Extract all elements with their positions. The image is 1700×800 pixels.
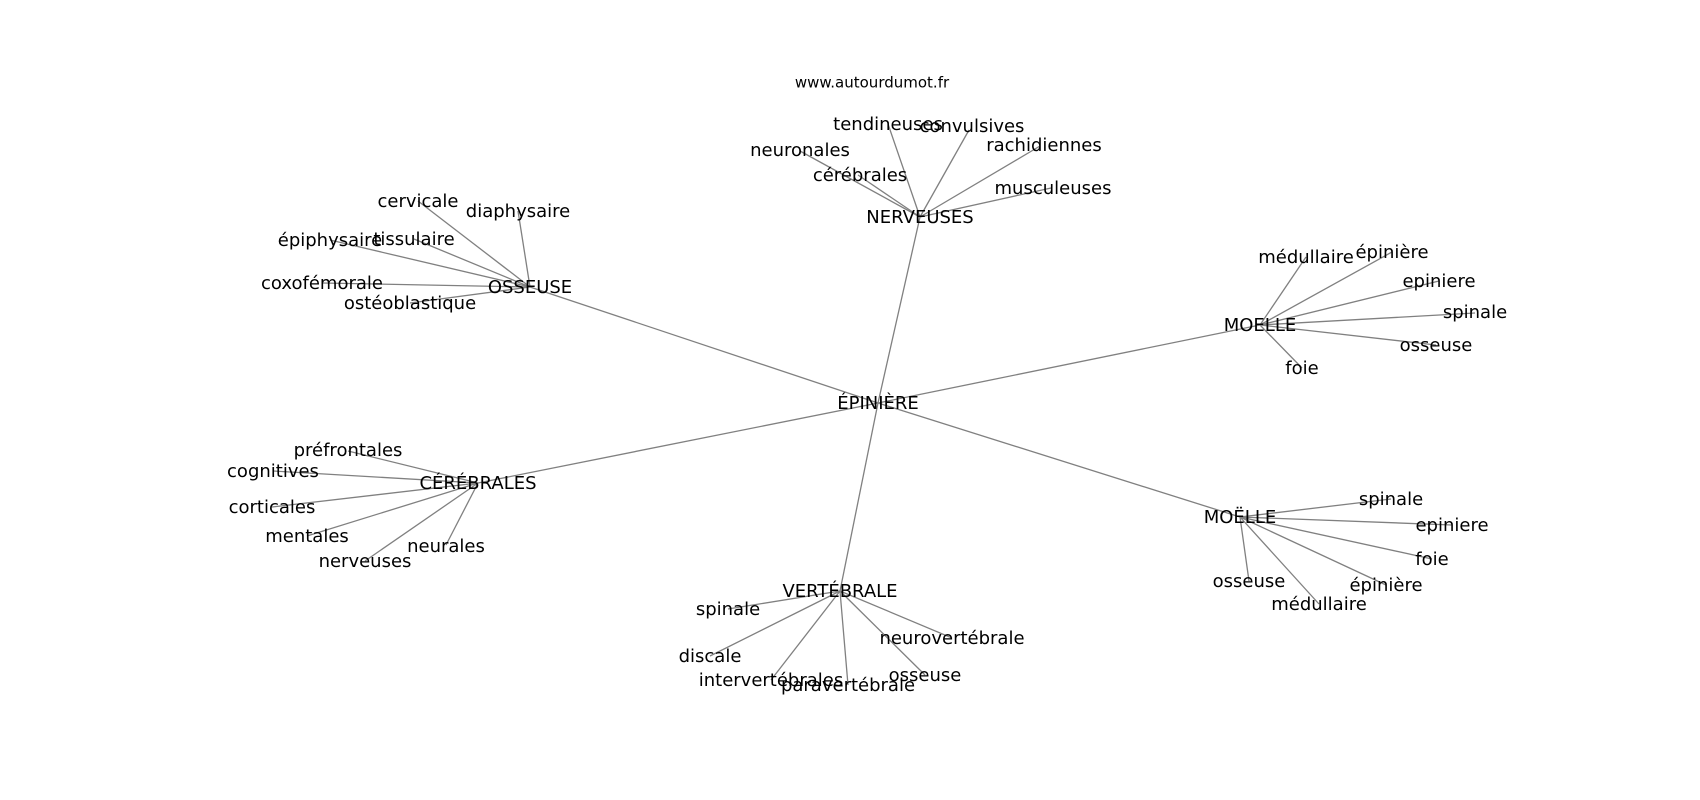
leaf-diaphysaire: diaphysaire xyxy=(466,201,570,222)
leaf-osseuse-3: osseuse xyxy=(889,665,962,686)
leaf-spinale-2: spinale xyxy=(1359,489,1423,510)
edge-vertebrale-spinale xyxy=(727,590,841,610)
edge-moelle-epiniere xyxy=(1259,280,1440,326)
leaf-epiniere-accent-2: épinière xyxy=(1349,575,1422,596)
edge-root-cerebrales xyxy=(477,402,879,484)
leaf-cervicale: cervicale xyxy=(377,191,458,212)
hub-vertebrale: VERTÉBRALE xyxy=(782,580,897,602)
edge-moelle2-foie xyxy=(1239,516,1433,560)
leaf-prefrontales: préfrontales xyxy=(294,440,403,461)
edge-osseuse-cervicale xyxy=(417,200,531,288)
edge-nerveuses-tendineuses xyxy=(887,123,921,218)
leaf-spinale: spinale xyxy=(1443,302,1507,323)
edge-moelle-medullaire xyxy=(1259,256,1307,326)
leaf-tissulaire: tissulaire xyxy=(373,229,454,250)
leaf-osteoblastique: ostéoblastique xyxy=(344,293,476,314)
leaf-neurovertebrale: neurovertébrale xyxy=(879,628,1024,649)
edge-osseuse-diaphysaire xyxy=(517,210,531,288)
edge-moelle2-medullaire xyxy=(1239,516,1320,605)
edge-moelle-spinale xyxy=(1259,312,1476,326)
edge-vertebrale-neurovertebrale xyxy=(839,590,953,639)
hub-cerebrales: CÉRÉBRALES xyxy=(419,472,536,494)
hub-nerveuses: NERVEUSES xyxy=(866,207,973,228)
leaf-intervertebrales: intervertébrales xyxy=(699,670,844,691)
leaf-spinale-3: spinale xyxy=(696,599,760,620)
edge-nerveuses-musculeuses xyxy=(919,187,1052,218)
edge-root-nerveuses xyxy=(877,216,921,404)
edge-cerebrales-mentales xyxy=(306,482,479,537)
edge-nerveuses-convulsives xyxy=(919,129,970,218)
leaf-epiniere-accent: épinière xyxy=(1355,242,1428,263)
hub-osseuse: OSSEUSE xyxy=(488,277,572,298)
leaf-epiniere-2: epiniere xyxy=(1415,515,1488,536)
leaf-tendineuses: tendineuses xyxy=(833,114,943,135)
edge-moelle2-osseuse xyxy=(1239,516,1250,582)
leaf-corticales: corticales xyxy=(229,497,316,518)
leaf-discale: discale xyxy=(679,646,742,667)
edge-moelle-epiniere-accent xyxy=(1259,251,1393,326)
hub-moelle: MOELLE xyxy=(1224,315,1297,336)
edge-moelle2-spinale xyxy=(1239,498,1392,518)
edge-nerveuses-neuronales xyxy=(799,150,921,218)
edge-vertebrale-intervertebrales xyxy=(770,590,841,681)
edge-root-vertebrale xyxy=(839,402,879,592)
edge-osseuse-epiphysaire xyxy=(329,239,531,288)
leaf-coxofemorale: coxofémorale xyxy=(261,273,383,294)
edge-nerveuses-cerebrales xyxy=(857,174,921,218)
leaf-osseuse-2: osseuse xyxy=(1213,571,1286,592)
leaf-nerveuses: nerveuses xyxy=(319,551,412,572)
hub-moelle-diaeresis: MOËLLE xyxy=(1204,507,1277,528)
leaf-neuronales: neuronales xyxy=(750,140,850,161)
leaf-foie-2: foie xyxy=(1415,549,1448,570)
leaf-neurales: neurales xyxy=(407,536,485,557)
edge-moelle2-epiniere-accent xyxy=(1239,516,1387,586)
edge-nerveuses-rachidiennes xyxy=(919,145,1041,218)
edge-vertebrale-paravertebrale xyxy=(839,590,849,686)
leaf-cerebrales: cérébrales xyxy=(813,165,907,186)
edge-root-moelle xyxy=(877,324,1261,404)
edge-moelle-osseuse xyxy=(1259,324,1437,346)
edge-vertebrale-osseuse xyxy=(839,590,926,676)
leaf-epiniere: epiniere xyxy=(1402,271,1475,292)
root-node: ÉPINIÈRE xyxy=(837,392,919,414)
leaf-epiphysaire: épiphysaire xyxy=(278,230,382,251)
edge-moelle-foie xyxy=(1259,324,1303,369)
leaf-mentales: mentales xyxy=(265,526,349,547)
leaf-cognitives: cognitives xyxy=(227,461,319,482)
leaf-medullaire-2: médullaire xyxy=(1271,594,1367,615)
edge-moelle2-epiniere xyxy=(1239,516,1453,526)
edge-cerebrales-cognitives xyxy=(272,470,479,484)
edge-root-moelle-diaeresis xyxy=(877,402,1241,518)
leaf-foie: foie xyxy=(1285,358,1318,379)
leaf-medullaire: médullaire xyxy=(1258,247,1354,268)
edge-vertebrale-discale xyxy=(709,590,841,657)
leaf-rachidiennes: rachidiennes xyxy=(986,135,1102,156)
edge-cerebrales-corticales xyxy=(271,482,479,508)
site-url: www.autourdumot.fr xyxy=(795,74,950,92)
leaf-paravertebrale: paravertébrale xyxy=(781,675,915,696)
edge-cerebrales-nerveuses xyxy=(364,482,479,562)
leaf-osseuse: osseuse xyxy=(1400,335,1473,356)
edge-osseuse-tissulaire xyxy=(413,238,531,288)
edges-layer xyxy=(271,123,1476,686)
edge-cerebrales-prefrontales xyxy=(347,450,479,484)
leaf-musculeuses: musculeuses xyxy=(995,178,1112,199)
edge-osseuse-coxofemorale xyxy=(321,282,531,288)
leaf-convulsives: convulsives xyxy=(920,116,1025,137)
edge-osseuse-osteoblastique xyxy=(409,286,531,304)
labels-layer: www.autourdumot.fr ÉPINIÈRE NERVEUSES OS… xyxy=(227,74,1507,697)
edge-root-osseuse xyxy=(529,286,879,404)
edge-cerebrales-neurales xyxy=(445,482,479,546)
